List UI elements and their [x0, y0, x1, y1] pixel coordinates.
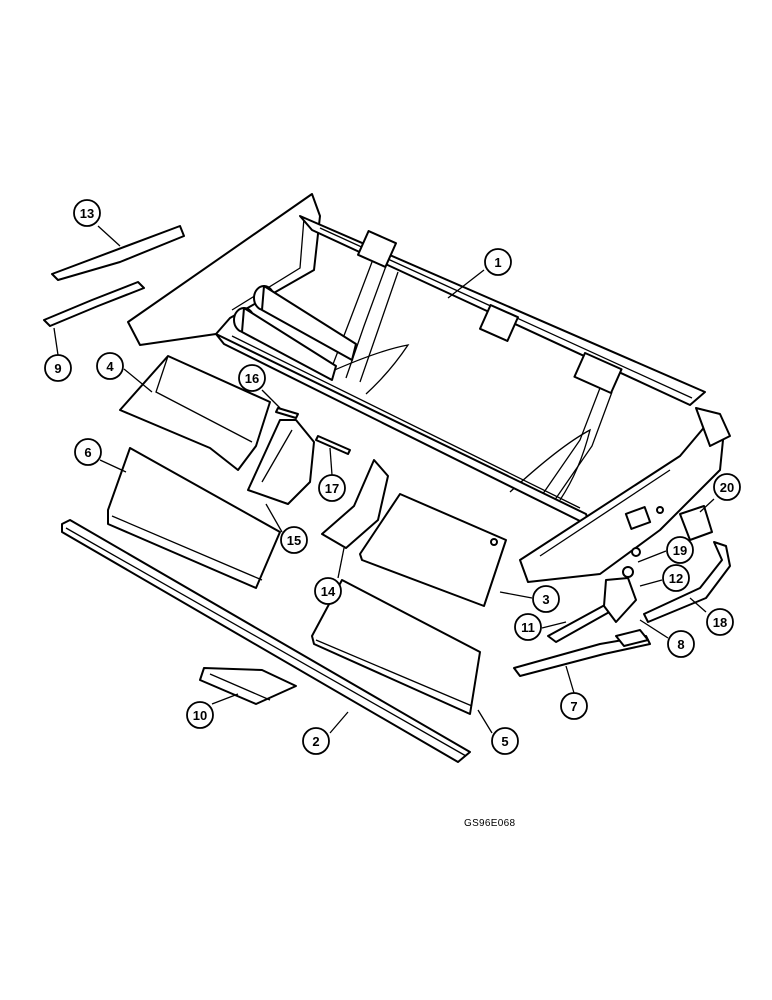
panel-3 — [359, 493, 507, 607]
svg-text:20: 20 — [720, 480, 734, 495]
callout-12: 12 — [662, 564, 690, 592]
plate-9 — [43, 281, 145, 327]
svg-text:12: 12 — [669, 571, 683, 586]
svg-text:10: 10 — [193, 708, 207, 723]
callout-16: 16 — [238, 364, 266, 392]
angle-rail-2 — [61, 519, 471, 763]
clip-8 — [615, 629, 649, 647]
svg-text:11: 11 — [521, 620, 535, 635]
figure-code: GS96E068 — [464, 818, 515, 829]
callout-9: 9 — [44, 354, 72, 382]
corner-piece-15 — [247, 419, 315, 505]
svg-text:6: 6 — [84, 445, 91, 460]
svg-text:14: 14 — [321, 584, 336, 599]
svg-text:16: 16 — [245, 371, 259, 386]
plate-7 — [513, 635, 651, 677]
leader-lines — [53, 225, 715, 734]
callout-18: 18 — [706, 608, 734, 636]
svg-text:4: 4 — [106, 359, 114, 374]
callout-7: 7 — [560, 692, 588, 720]
callout-6: 6 — [74, 438, 102, 466]
callout-5: 5 — [491, 727, 519, 755]
svg-text:7: 7 — [570, 699, 577, 714]
bolt-19 — [622, 566, 634, 578]
svg-text:18: 18 — [713, 615, 727, 630]
svg-text:1: 1 — [494, 255, 501, 270]
svg-text:5: 5 — [501, 734, 508, 749]
callout-11: 11 — [514, 613, 542, 641]
strip-18 — [643, 541, 731, 623]
callout-19: 19 — [666, 536, 694, 564]
plate-13 — [51, 225, 185, 281]
svg-text:19: 19 — [673, 543, 687, 558]
callout-4: 4 — [96, 352, 124, 380]
callout-2: 2 — [302, 727, 330, 755]
callout-1: 1 — [484, 248, 512, 276]
svg-text:3: 3 — [542, 592, 549, 607]
bracket-10 — [199, 667, 297, 705]
svg-text:9: 9 — [54, 361, 61, 376]
trough-6 — [107, 447, 281, 589]
callout-3: 3 — [532, 585, 560, 613]
callout-13: 13 — [73, 199, 101, 227]
corner-piece-14 — [321, 459, 389, 549]
callout-10: 10 — [186, 701, 214, 729]
svg-text:2: 2 — [312, 734, 319, 749]
plate-20 — [679, 505, 713, 541]
main-frame-assembly — [127, 193, 731, 583]
svg-text:8: 8 — [677, 637, 684, 652]
bracket-12 — [603, 577, 637, 623]
callout-15: 15 — [280, 526, 308, 554]
callout-14: 14 — [314, 577, 342, 605]
svg-text:17: 17 — [325, 481, 339, 496]
strip-16 — [275, 407, 299, 419]
svg-text:13: 13 — [80, 206, 94, 221]
callout-8: 8 — [667, 630, 695, 658]
callout-17: 17 — [318, 474, 346, 502]
callout-20: 20 — [713, 473, 741, 501]
strip-17 — [315, 435, 351, 455]
svg-text:15: 15 — [287, 533, 301, 548]
